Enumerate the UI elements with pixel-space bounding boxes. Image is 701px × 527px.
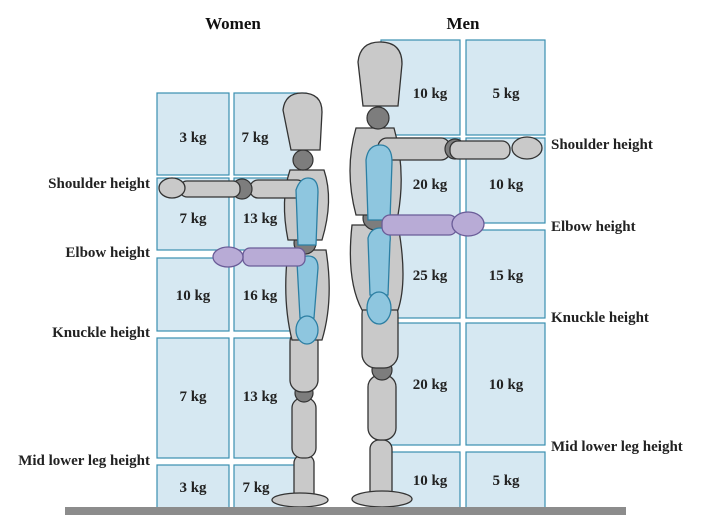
women-weight-value: 3 kg bbox=[179, 480, 207, 496]
men-weight-value: 20 kg bbox=[413, 377, 448, 393]
men-weight-value: 25 kg bbox=[413, 268, 448, 284]
men-weight-value: 10 kg bbox=[413, 473, 448, 489]
women-weight-value: 13 kg bbox=[243, 211, 278, 227]
women-weight-value: 7 kg bbox=[241, 130, 269, 146]
men-shoulder-height-label: Shoulder height bbox=[551, 137, 653, 153]
women-weight-value: 16 kg bbox=[243, 288, 278, 304]
men-mannequin-figure bbox=[349, 41, 543, 508]
women-heading: Women bbox=[205, 14, 261, 33]
men-heading: Men bbox=[446, 14, 480, 33]
men-weight-value: 10 kg bbox=[489, 177, 524, 193]
men-weight-value: 20 kg bbox=[413, 177, 448, 193]
men-knuckle-height-label: Knuckle height bbox=[551, 310, 649, 326]
women-knuckle-height-label: Knuckle height bbox=[52, 325, 150, 341]
men-weight-value: 15 kg bbox=[489, 268, 524, 284]
women-weight-value: 7 kg bbox=[242, 480, 270, 496]
women-zone-box bbox=[156, 92, 230, 176]
women-zone-box bbox=[156, 337, 230, 459]
women-shoulder-height-label: Shoulder height bbox=[48, 176, 150, 192]
men-zone-box bbox=[465, 451, 546, 509]
men-weight-value: 5 kg bbox=[492, 86, 520, 102]
women-zone-box bbox=[156, 257, 230, 332]
men-weight-value: 10 kg bbox=[413, 86, 448, 102]
women-weight-value: 10 kg bbox=[176, 288, 211, 304]
women-weight-value: 7 kg bbox=[179, 211, 207, 227]
women-weight-value: 13 kg bbox=[243, 389, 278, 405]
men-weight-value: 10 kg bbox=[489, 377, 524, 393]
ground-line bbox=[65, 507, 626, 515]
men-mid-lower-leg-height-label: Mid lower leg height bbox=[551, 439, 683, 455]
women-weight-value: 3 kg bbox=[179, 130, 207, 146]
women-mid-lower-leg-height-label: Mid lower leg height bbox=[18, 453, 150, 469]
men-zone-box bbox=[465, 322, 546, 446]
men-elbow-height-label: Elbow height bbox=[551, 219, 636, 235]
women-elbow-height-label: Elbow height bbox=[65, 245, 150, 261]
men-weight-value: 5 kg bbox=[492, 473, 520, 489]
men-zone-box bbox=[465, 39, 546, 136]
women-weight-value: 7 kg bbox=[179, 389, 207, 405]
men-zone-box bbox=[465, 229, 546, 319]
women-mannequin-figure bbox=[158, 92, 330, 508]
